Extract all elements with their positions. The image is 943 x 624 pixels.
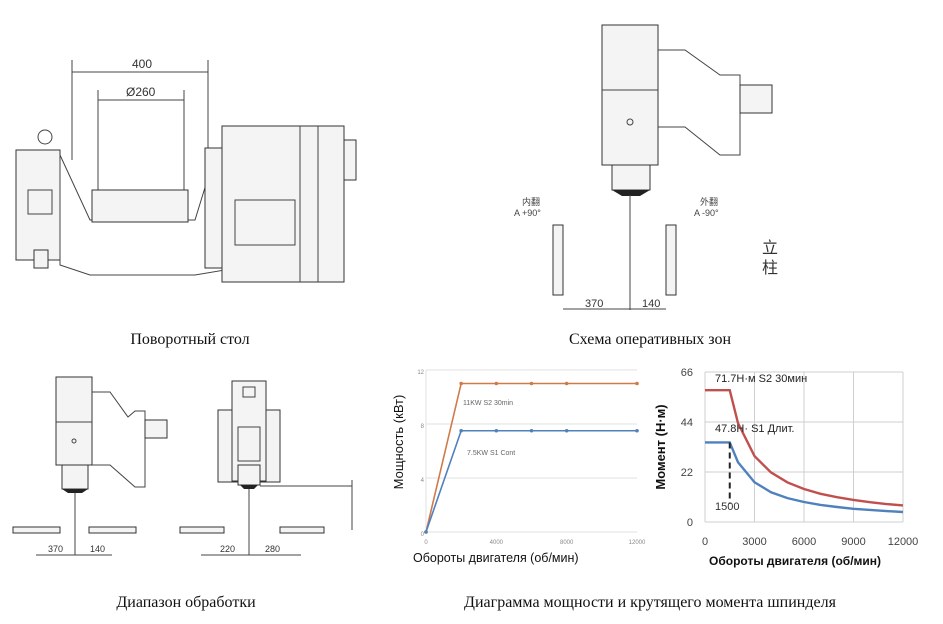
y-tick-label: 44: [681, 417, 693, 429]
column-label-1: 立: [762, 239, 778, 257]
work-zones-drawing: 内翻 A +90° 外翻 A -90° 立 柱 370 140: [514, 24, 778, 310]
power-chart: 0 4 8 12 0 4000 8000 12000 11KW S2 30min 7.5KW S1…: [391, 369, 646, 565]
data-point: [635, 428, 639, 433]
series-line-0: [425, 382, 637, 533]
caption-rotary-table: Поворотный стол: [130, 331, 250, 348]
inner-label: 内翻: [522, 196, 540, 207]
dimension-left: 370: [585, 298, 603, 310]
series-line-1: [425, 429, 637, 533]
data-point: [564, 381, 569, 386]
side-dimension-right: 140: [90, 544, 105, 554]
caption-spindle-diagram: Диаграмма мощности и крутящего момента ш…: [464, 594, 836, 611]
y-tick-label: 12: [417, 370, 424, 376]
outer-label: 外翻: [700, 196, 718, 207]
series-line-0: [705, 388, 904, 507]
diameter-dimension: Ø260: [126, 85, 156, 99]
column-label-2: 柱: [762, 259, 778, 277]
series-label-s1: 7.5KW S1 Cont: [467, 450, 515, 457]
annotation-s2: 71.7Н·м S2 30мин: [715, 373, 807, 385]
torque-chart: 0 22 44 66 0 3000 6000 9000 12000 71.7Н·м S2 30ми…: [655, 367, 919, 568]
x-tick-label: 12000: [629, 540, 646, 546]
x-tick-label: 12000: [888, 536, 919, 548]
y-tick-label: 66: [681, 367, 693, 379]
y-axis-title: Мощность (кВт): [391, 395, 406, 490]
x-tick-label: 6000: [792, 536, 816, 548]
data-point: [459, 428, 463, 433]
dimension-right: 140: [642, 298, 660, 310]
y-tick-label: 0: [421, 532, 425, 538]
data-point: [564, 428, 569, 433]
y-tick-label: 4: [421, 478, 425, 484]
data-point: [494, 381, 499, 386]
x-tick-label: 9000: [841, 536, 865, 548]
y-tick-label: 0: [687, 517, 693, 529]
front-dimension-left: 220: [220, 544, 235, 554]
data-point: [529, 381, 534, 386]
inner-angle: A +90°: [514, 208, 541, 218]
x-axis-title: Обороты двигателя (об/мин): [709, 554, 881, 568]
annotation-s1: 47.8Н· S1 Длит.: [715, 423, 794, 435]
y-tick-label: 8: [421, 424, 425, 430]
y-tick-label: 22: [681, 467, 693, 479]
width-dimension: 400: [132, 57, 152, 71]
caption-work-zones: Схема оперативных зон: [568, 331, 732, 348]
x-tick-label: 0: [702, 536, 708, 548]
data-point: [494, 428, 499, 433]
x-tick-label: 8000: [560, 540, 574, 546]
x-tick-label: 4000: [490, 540, 504, 546]
data-point: [424, 530, 428, 534]
data-point: [459, 381, 463, 386]
annotation-base-speed: 1500: [715, 501, 739, 513]
x-tick-label: 0: [424, 540, 428, 546]
series-label-s2: 11KW S2 30min: [463, 400, 513, 407]
rotary-table-drawing: 400 Ø260: [15, 57, 357, 283]
x-axis-title: Обороты двигателя (об/мин): [413, 551, 579, 565]
data-point: [529, 428, 534, 433]
caption-machining-range: Диапазон обработки: [116, 594, 256, 611]
x-tick-label: 3000: [742, 536, 766, 548]
front-dimension-right: 280: [265, 544, 280, 554]
series-line-1: [705, 441, 904, 514]
outer-angle: A -90°: [694, 208, 719, 218]
machining-range-drawing: 370 140 220 280: [12, 376, 353, 556]
y-axis-title: Момент (Н·м): [655, 404, 668, 489]
side-dimension-left: 370: [48, 544, 63, 554]
data-point: [635, 381, 639, 386]
